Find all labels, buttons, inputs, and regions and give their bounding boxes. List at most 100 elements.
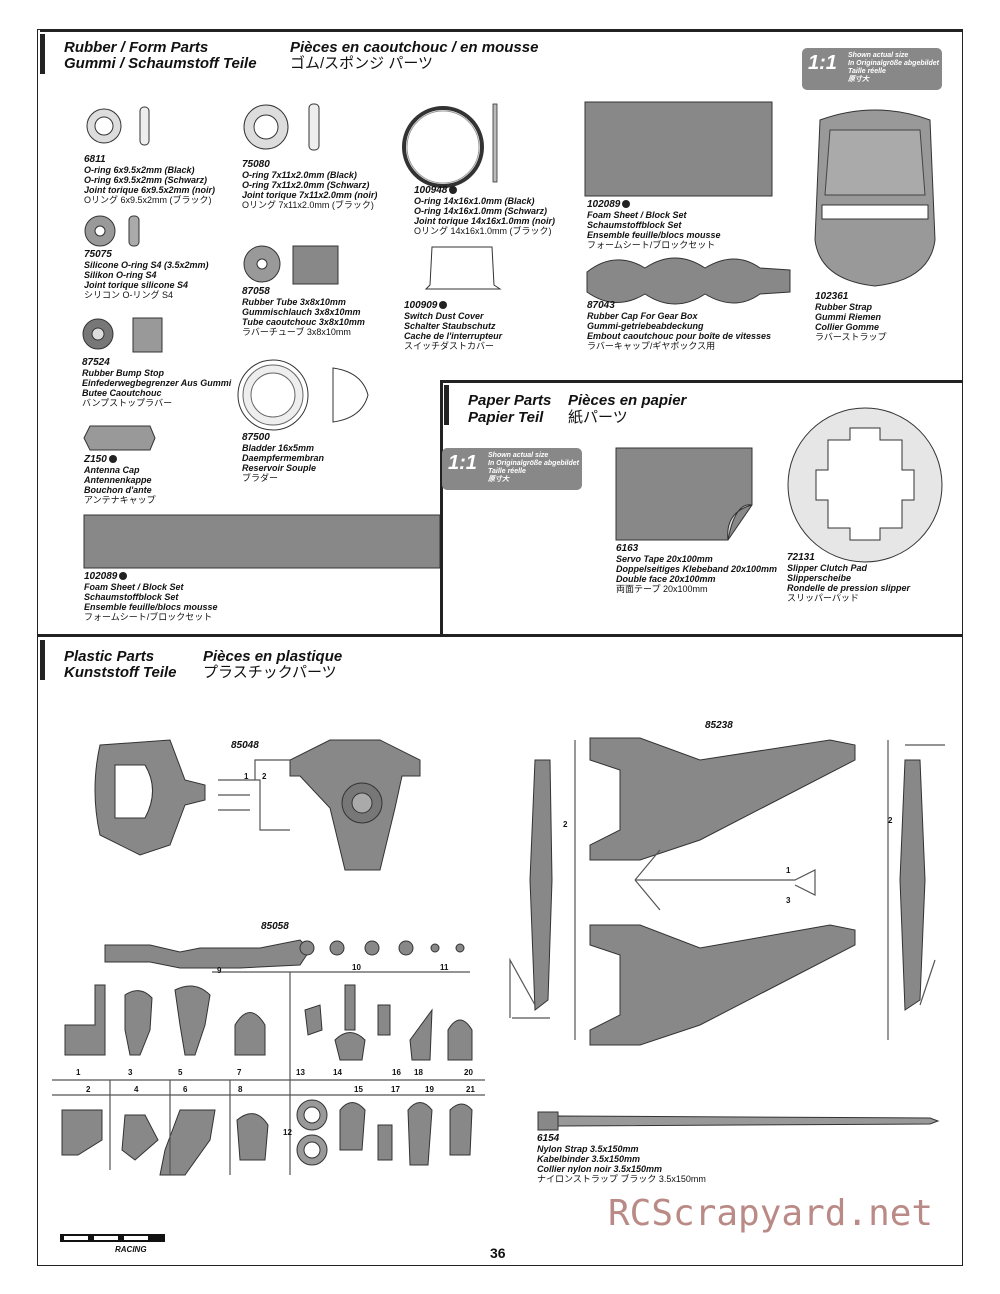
caption-75080: 75080 O-ring 7x11x2.0mm (Black) O-ring 7…: [242, 159, 378, 211]
bladder-drawing: [237, 359, 369, 431]
plastic-top-rule: [38, 634, 962, 637]
svg-text:RACING: RACING: [115, 1245, 147, 1254]
caption-100948: 100948 O-ring 14x16x1.0mm (Black) O-ring…: [414, 185, 556, 237]
caption-87058: 87058 Rubber Tube 3x8x10mm Gummischlauch…: [242, 286, 365, 338]
part-label: 17: [391, 1085, 400, 1094]
badge-icon: [108, 455, 117, 464]
part-label: 6: [183, 1085, 188, 1094]
part-label: 18: [414, 1068, 423, 1077]
badge-icon: [622, 200, 631, 209]
paper-top-rule: [440, 380, 962, 383]
caption-87043: 87043 Rubber Cap For Gear Box Gummi-getr…: [587, 300, 772, 352]
rubber-title-de: Gummi / Schaumstoff Teile: [64, 55, 257, 72]
runner-85048: [218, 759, 290, 831]
part-label: 20: [464, 1068, 473, 1077]
paper-left-rule: [440, 380, 443, 635]
nylon-strap-drawing: [537, 1111, 940, 1131]
foam-sheet-drawing: [584, 101, 773, 197]
part-label: 11: [440, 963, 449, 972]
part-label: 13: [296, 1068, 305, 1077]
part-label: 12: [283, 1128, 292, 1137]
caption-75075: 75075 Silicone O-ring S4 (3.5x2mm) Silik…: [84, 249, 209, 301]
foam-strip-drawing: [83, 514, 441, 569]
rubber-drawings: [82, 101, 936, 569]
page-number: 36: [490, 1245, 506, 1261]
tube-87058-drawing: [243, 245, 339, 285]
part-label: 19: [425, 1085, 434, 1094]
part-number-85048: 85048: [231, 740, 259, 751]
part-label: 16: [392, 1068, 401, 1077]
rubber-title-fr: Pièces en caoutchouc / en mousse: [290, 39, 539, 56]
part-label: 9: [217, 966, 222, 975]
paper-title-en: Paper Parts: [468, 392, 552, 409]
scale-ratio: 1:1: [808, 52, 837, 74]
part-label: 8: [238, 1085, 243, 1094]
part-label: 4: [134, 1085, 139, 1094]
plastic-title-de: Kunststoff Teile: [64, 664, 177, 681]
plastic-title-jp: プラスチックパーツ: [203, 664, 337, 681]
badge-icon: [449, 186, 458, 195]
caption-102089-top: 102089 Foam Sheet / Block Set Schaumstof…: [587, 199, 721, 251]
rubber-title-en: Rubber / Form Parts: [64, 39, 209, 56]
caption-72131: 72131 Slipper Clutch Pad Slipperscheibe …: [787, 552, 911, 604]
part-label: 2: [86, 1085, 91, 1094]
paper-title-de: Papier Teil: [468, 409, 544, 426]
rubber-strap-drawing: [814, 109, 936, 287]
steering-parts-drawing: [61, 939, 473, 1176]
part-label: 1: [786, 866, 791, 875]
paper-drawings: [615, 407, 943, 563]
slipper-pad-drawing: [787, 407, 943, 563]
part-label: 1: [244, 772, 249, 781]
part-label: 15: [354, 1085, 363, 1094]
caption-102361: 102361 Rubber Strap Gummi Riemen Collier…: [815, 291, 887, 343]
part-label: 10: [352, 963, 361, 972]
paper-title-fr: Pièces en papier: [568, 392, 687, 409]
part-number-85238: 85238: [705, 720, 733, 731]
section-marker: [40, 34, 45, 74]
dust-cover-drawing: [424, 246, 502, 290]
caption-6163: 6163 Servo Tape 20x100mm Doppelseitiges …: [616, 543, 778, 595]
caption-z150: Z150 Antenna Cap Antennenkappe Bouchon d…: [84, 454, 156, 506]
rubber-title-jp: ゴム/スポンジ パーツ: [290, 55, 434, 72]
hpi-racing-logo: RACING: [60, 1234, 165, 1254]
oring-75080-drawing: [243, 103, 320, 151]
plastic-title-en: Plastic Parts: [64, 648, 155, 665]
part-label: 14: [333, 1068, 342, 1077]
badge-icon: [119, 572, 128, 581]
antenna-cap-drawing: [83, 425, 156, 451]
oring-75075-drawing: [84, 215, 140, 247]
caption-6154: 6154 Nylon Strap 3.5x150mm Kabelbinder 3…: [537, 1133, 706, 1185]
bump-stop-drawing: [82, 317, 163, 353]
top-rule: [40, 29, 962, 32]
badge-icon: [439, 301, 448, 310]
oring-100948-drawing: [402, 103, 498, 188]
part-label: 1: [76, 1068, 81, 1077]
scale-badge: 1:1 Shown actual size In Originalgröße a…: [442, 448, 582, 490]
watermark: RCScrapyard.net: [608, 1193, 934, 1234]
part-label: 21: [466, 1085, 475, 1094]
caption-87524: 87524 Rubber Bump Stop Einfederwegbegren…: [82, 357, 232, 409]
hub-carrier-drawing: [94, 739, 421, 871]
caption-87500: 87500 Bladder 16x5mm Daempfermembran Res…: [242, 432, 325, 484]
part-label: 3: [128, 1068, 133, 1077]
caption-6811: 6811 O-ring 6x9.5x2mm (Black) O-ring 6x9…: [84, 154, 216, 206]
part-label: 2: [262, 772, 267, 781]
part-label: 7: [237, 1068, 242, 1077]
oring-6811-drawing: [86, 106, 150, 146]
part-number-85058: 85058: [261, 921, 289, 932]
part-label: 3: [786, 896, 791, 905]
servo-tape-drawing: [615, 447, 753, 541]
section-marker: [40, 640, 45, 680]
scale-text: Shown actual size In Originalgröße abgeb…: [848, 52, 940, 83]
runner-85238: [509, 740, 945, 1040]
part-label: 2: [563, 820, 568, 829]
suspension-arms-drawing: [529, 737, 926, 1046]
caption-100909: 100909 Switch Dust Cover Schalter Staubs…: [404, 300, 503, 352]
runner-85058: [52, 971, 485, 1175]
paper-title-jp: 紙パーツ: [568, 409, 628, 426]
part-label: 5: [178, 1068, 183, 1077]
gear-box-cap-drawing: [586, 257, 791, 305]
section-marker: [444, 385, 449, 425]
part-label: 2: [888, 816, 893, 825]
